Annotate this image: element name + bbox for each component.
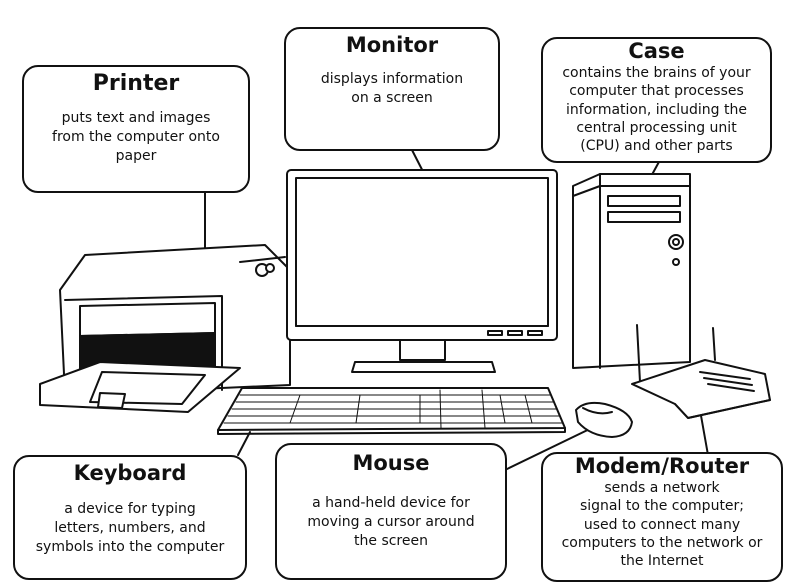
keyboard-title: Keyboard	[73, 461, 187, 485]
monitor-title: Monitor	[345, 33, 439, 57]
printer-icon	[39, 244, 291, 413]
case-icon	[572, 173, 691, 369]
printer-title: Printer	[92, 71, 180, 96]
modem-title: Modem/Router	[574, 454, 750, 478]
keyboard-label: Keyboard a device for typing letters, nu…	[13, 455, 247, 580]
modem-label: Modem/Router sends a network signal to t…	[541, 452, 783, 582]
case-label: Case contains the brains of your compute…	[541, 37, 772, 163]
printer-description: puts text and images from the computer o…	[52, 110, 220, 165]
modem-connector	[699, 409, 709, 456]
mouse-title: Mouse	[352, 451, 430, 475]
monitor-description: displays information on a screen	[320, 71, 464, 107]
mouse-label: Mouse a hand-held device for moving a cu…	[275, 443, 507, 580]
monitor-label: Monitor displays information on a screen	[284, 27, 500, 151]
keyboard-connector	[237, 431, 251, 456]
modem-description: sends a network signal to the computer; …	[561, 480, 763, 569]
modem-icon	[631, 324, 771, 419]
case-title: Case	[628, 39, 685, 63]
mouse-description: a hand-held device for moving a cursor a…	[307, 495, 475, 549]
mouse-connector	[504, 423, 601, 471]
printer-label: Printer puts text and images from the co…	[22, 65, 250, 193]
mouse-icon	[575, 401, 633, 438]
keyboard-icon	[217, 387, 566, 435]
case-description: contains the brains of your computer tha…	[562, 65, 751, 154]
keyboard-description: a device for typing letters, numbers, an…	[35, 501, 225, 555]
monitor-icon	[286, 169, 558, 373]
